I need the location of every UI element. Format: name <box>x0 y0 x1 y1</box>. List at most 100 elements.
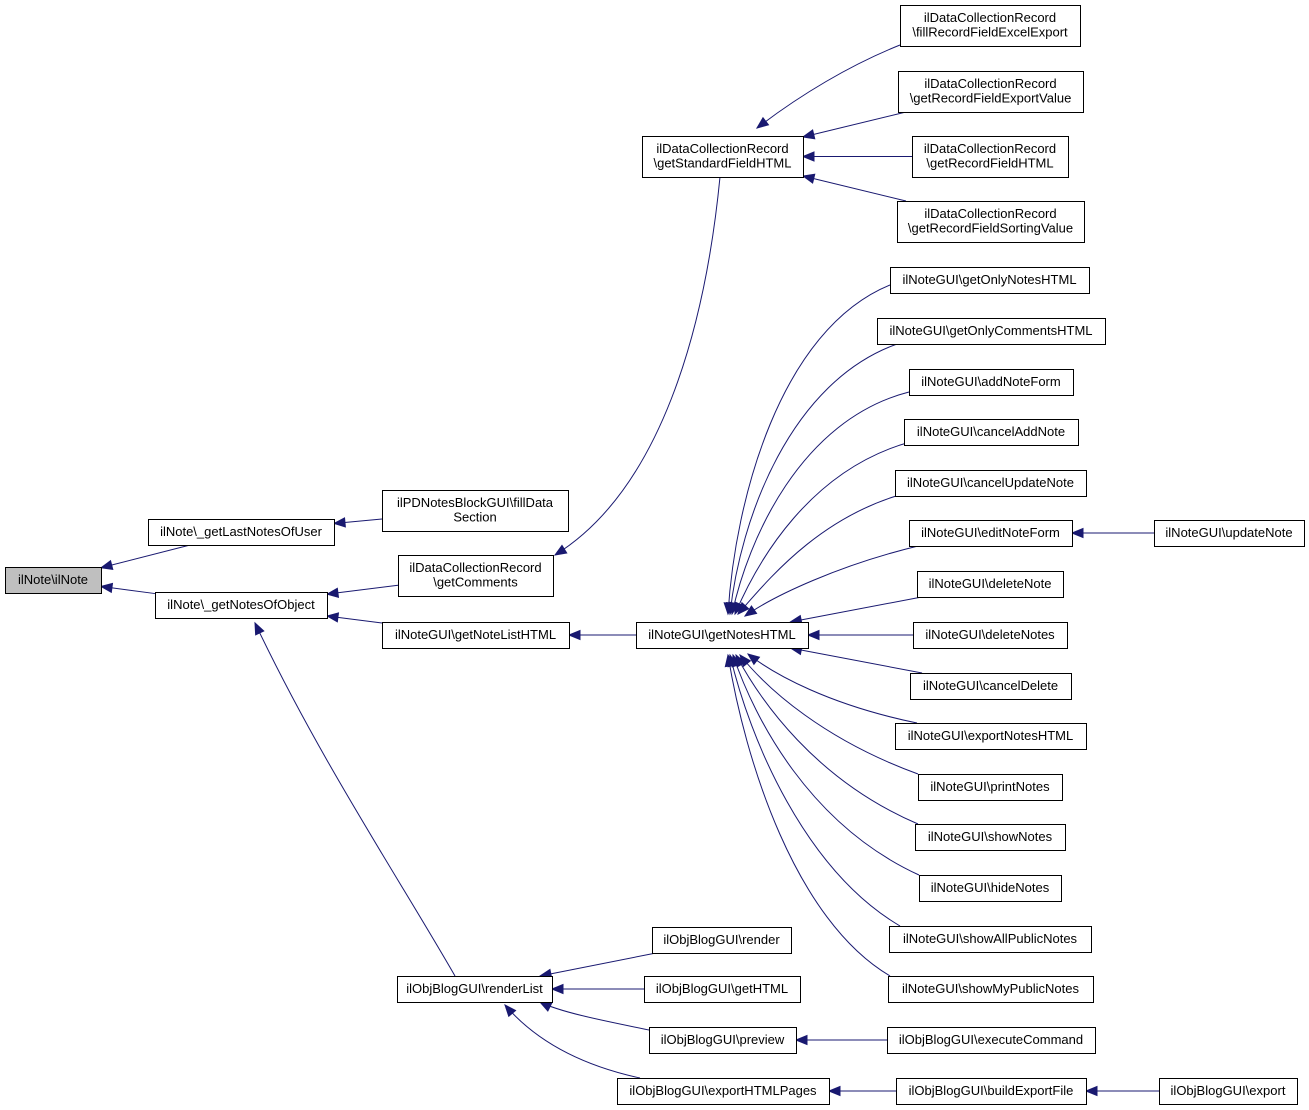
node-blogExecute[interactable]: ilObjBlogGUI\executeCommand <box>887 1027 1096 1054</box>
edge-editNoteForm-to-getNotesHTML-arrowhead <box>743 605 758 617</box>
node-deleteNotes[interactable]: ilNoteGUI\deleteNotes <box>913 622 1068 649</box>
node-box <box>896 1078 1087 1105</box>
node-box <box>382 490 569 532</box>
node-box <box>889 926 1092 953</box>
node-label: ilNoteGUI\showNotes <box>928 829 1053 844</box>
node-label: ilDataCollectionRecord <box>656 141 788 156</box>
edge-dcExportValue-to-dcStdField <box>802 111 907 138</box>
edge-onlyComments-to-getNotesHTML <box>729 342 901 615</box>
node-updateNote[interactable]: ilNoteGUI\updateNote <box>1154 520 1305 547</box>
node-box <box>910 673 1072 700</box>
node-blogPreview[interactable]: ilObjBlogGUI\preview <box>649 1027 797 1054</box>
node-box <box>642 136 804 178</box>
node-showNotes[interactable]: ilNoteGUI\showNotes <box>915 824 1066 851</box>
node-label: \getRecordFieldExportValue <box>910 91 1072 106</box>
edge-dcFieldHTML-to-dcStdField-arrowhead <box>801 151 815 162</box>
node-label: ilDataCollectionRecord <box>924 10 1056 25</box>
edge-onlyNotes-to-getNotesHTML <box>727 284 891 615</box>
node-label: ilNoteGUI\getOnlyCommentsHTML <box>890 323 1093 338</box>
node-label: ilNoteGUI\editNoteForm <box>921 525 1060 540</box>
node-renderList[interactable]: ilObjBlogGUI\renderList <box>397 976 553 1003</box>
node-box <box>895 470 1087 497</box>
node-label: \getStandardFieldHTML <box>653 156 791 171</box>
edge-dcStdField-to-dcGetComments-arrowhead <box>553 544 568 556</box>
node-dcExportValue[interactable]: ilDataCollectionRecord\getRecordFieldExp… <box>898 71 1084 113</box>
node-showMyPublic[interactable]: ilNoteGUI\showMyPublicNotes <box>888 976 1094 1003</box>
node-label: ilDataCollectionRecord <box>409 560 541 575</box>
node-onlyComments[interactable]: ilNoteGUI\getOnlyCommentsHTML <box>877 318 1106 345</box>
node-cancelUpdateNote[interactable]: ilNoteGUI\cancelUpdateNote <box>895 470 1087 497</box>
edge-renderList-to-notesOfObject-arrowhead <box>254 621 265 636</box>
node-label: ilObjBlogGUI\export <box>1171 1083 1286 1098</box>
node-noteListHTML[interactable]: ilNoteGUI\getNoteListHTML <box>382 622 570 649</box>
node-box <box>918 774 1063 801</box>
node-box <box>917 571 1064 598</box>
node-box <box>649 1027 797 1054</box>
node-box <box>909 520 1073 547</box>
edge-showNotes-to-getNotesHTML <box>735 654 919 825</box>
node-label: ilNote\ilNote <box>18 572 88 587</box>
node-label: ilNoteGUI\cancelUpdateNote <box>907 475 1074 490</box>
node-blogGetHTML[interactable]: ilObjBlogGUI\getHTML <box>644 976 801 1003</box>
node-deleteNote[interactable]: ilNoteGUI\deleteNote <box>917 571 1064 598</box>
edge-notesOfObject-to-root-arrowhead <box>99 582 114 594</box>
node-dcStdField[interactable]: ilDataCollectionRecord\getStandardFieldH… <box>642 136 804 178</box>
node-box <box>888 976 1094 1003</box>
edge-getNotesHTML-to-noteListHTML-arrowhead <box>567 629 581 641</box>
edge-addNoteForm-to-getNotesHTML <box>731 391 910 615</box>
edge-lastNotes-to-root <box>100 544 191 569</box>
node-addNoteForm[interactable]: ilNoteGUI\addNoteForm <box>909 369 1074 396</box>
node-showAllPublic[interactable]: ilNoteGUI\showAllPublicNotes <box>889 926 1092 953</box>
node-label: ilNoteGUI\exportNotesHTML <box>908 728 1073 743</box>
edge-dcStdField-to-dcGetComments <box>554 176 721 556</box>
node-box <box>887 1027 1096 1054</box>
node-label: ilNote\_getLastNotesOfUser <box>160 524 323 539</box>
edge-deleteNote-to-getNotesHTML <box>790 596 922 623</box>
node-onlyNotes[interactable]: ilNoteGUI\getOnlyNotesHTML <box>890 267 1090 294</box>
node-label: Section <box>453 510 496 525</box>
node-dcExcel[interactable]: ilDataCollectionRecord\fillRecordFieldEx… <box>900 5 1081 47</box>
node-box <box>900 5 1081 47</box>
edge-noteListHTML-to-notesOfObject-arrowhead <box>325 612 340 623</box>
node-label: ilNoteGUI\getNotesHTML <box>648 627 795 642</box>
node-getNotesHTML[interactable]: ilNoteGUI\getNotesHTML <box>636 622 809 649</box>
node-blogExport[interactable]: ilObjBlogGUI\export <box>1159 1078 1298 1105</box>
edge-updateNote-to-editNoteForm-arrowhead <box>1070 527 1084 539</box>
edge-blogRender-to-renderList <box>539 952 657 977</box>
edge-renderList-to-notesOfObject <box>254 622 456 977</box>
node-blogRender[interactable]: ilObjBlogGUI\render <box>652 927 792 954</box>
node-cancelAddNote[interactable]: ilNoteGUI\cancelAddNote <box>904 419 1079 446</box>
node-editNoteForm[interactable]: ilNoteGUI\editNoteForm <box>909 520 1073 547</box>
node-hideNotes[interactable]: ilNoteGUI\hideNotes <box>919 875 1062 902</box>
node-box <box>1154 520 1305 547</box>
node-box <box>919 875 1062 902</box>
node-label: ilDataCollectionRecord <box>924 141 1056 156</box>
node-printNotes[interactable]: ilNoteGUI\printNotes <box>918 774 1063 801</box>
node-lastNotes[interactable]: ilNote\_getLastNotesOfUser <box>148 519 335 546</box>
edge-cancelUpdateNote-to-getNotesHTML-arrowhead <box>737 601 750 615</box>
node-cancelDelete[interactable]: ilNoteGUI\cancelDelete <box>910 673 1072 700</box>
node-dcFieldHTML[interactable]: ilDataCollectionRecord\getRecordFieldHTM… <box>912 136 1069 178</box>
node-label: ilNote\_getNotesOfObject <box>167 597 315 612</box>
node-root[interactable]: ilNote\ilNote <box>5 567 102 594</box>
node-dcGetComments[interactable]: ilDataCollectionRecord\getComments <box>398 555 554 597</box>
node-blogBuildExport[interactable]: ilObjBlogGUI\buildExportFile <box>896 1078 1087 1105</box>
node-box <box>636 622 809 649</box>
node-label: ilNoteGUI\getNoteListHTML <box>395 627 556 642</box>
node-dcSorting[interactable]: ilDataCollectionRecord\getRecordFieldSor… <box>897 201 1085 243</box>
node-label: ilNoteGUI\updateNote <box>1165 525 1292 540</box>
node-exportNotesHTML[interactable]: ilNoteGUI\exportNotesHTML <box>895 723 1087 750</box>
node-blogExportPages[interactable]: ilObjBlogGUI\exportHTMLPages <box>617 1078 830 1105</box>
node-label: ilObjBlogGUI\renderList <box>406 981 543 996</box>
node-notesOfObject[interactable]: ilNote\_getNotesOfObject <box>155 592 328 619</box>
edge-blogGetHTML-to-renderList-arrowhead <box>550 983 564 995</box>
node-label: ilNoteGUI\printNotes <box>930 779 1050 794</box>
edge-cancelAddNote-to-getNotesHTML <box>734 441 911 615</box>
node-label: ilNoteGUI\getOnlyNotesHTML <box>902 272 1076 287</box>
node-box <box>397 976 553 1003</box>
edge-blogExecute-to-blogPreview-arrowhead <box>794 1034 808 1046</box>
node-label: ilObjBlogGUI\getHTML <box>656 981 788 996</box>
edge-blogExport-to-blogBuildExport-arrowhead <box>1084 1085 1098 1097</box>
node-label: ilDataCollectionRecord <box>924 206 1056 221</box>
